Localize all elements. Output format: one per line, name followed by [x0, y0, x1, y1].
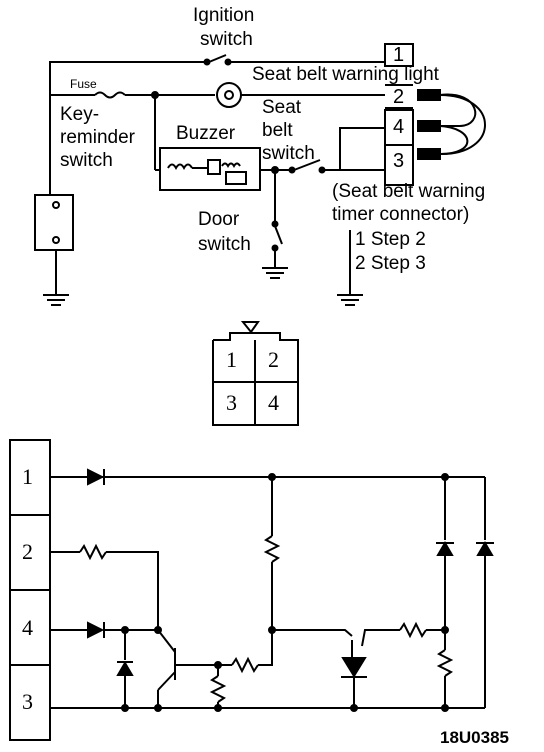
key-reminder-label-2: reminder [60, 127, 135, 148]
ground-icon [43, 294, 69, 306]
resistor-icon [436, 649, 454, 677]
figure-code: 18U0385 [440, 728, 510, 747]
timer-connector-label-1: (Seat belt warning [332, 181, 486, 202]
top-pin-1: 1 [393, 44, 405, 66]
seat-belt-switch [288, 159, 326, 174]
schematic-pin-4: 4 [22, 615, 33, 640]
face-pin-2: 2 [268, 347, 279, 372]
schematic-pin-1: 1 [22, 464, 33, 489]
top-wiring [34, 43, 486, 306]
zener-diode-icon [476, 541, 494, 556]
seat-belt-warning-light-label: Seat belt warning light [252, 64, 439, 85]
resistor-icon [231, 656, 259, 674]
diode-icon [87, 621, 105, 639]
ignition-switch-label-1: Ignition [193, 5, 255, 26]
door-switch-label-2: switch [198, 234, 251, 255]
seat-belt-switch-label-3: switch [262, 143, 315, 164]
buzzer-coil-icon [167, 163, 193, 171]
resistor-icon [399, 621, 427, 639]
zener-diode-icon [116, 661, 134, 676]
schematic-pin-3: 3 [22, 689, 33, 714]
key-reminder-label-3: switch [60, 150, 113, 171]
diode-icon [87, 468, 105, 486]
fuse-icon [94, 91, 126, 99]
transistor-icon [157, 629, 215, 691]
schematic-pin-2: 2 [22, 539, 33, 564]
timer-schematic [9, 439, 494, 741]
step-label-1: 1 Step 2 [355, 229, 426, 250]
door-switch [271, 220, 283, 252]
key-reminder-label-1: Key- [60, 104, 100, 125]
timer-connector-box [384, 109, 414, 186]
top-pin-3: 3 [393, 150, 405, 172]
top-pin-4: 4 [393, 116, 405, 138]
ignition-switch-label-2: switch [200, 29, 253, 50]
zener-diode-icon [436, 541, 454, 556]
key-reminder-switch-box [34, 194, 74, 251]
timer-connector-label-2: timer connector) [332, 204, 470, 225]
seat-belt-switch-label-2: belt [262, 120, 293, 141]
thyristor-icon [341, 657, 367, 678]
buzzer-label: Buzzer [176, 123, 236, 144]
connector-face [212, 321, 299, 426]
door-switch-label-1: Door [198, 209, 240, 230]
probe-leads [417, 89, 486, 160]
resistor-icon [263, 535, 281, 563]
face-pin-1: 1 [226, 347, 237, 372]
resistor-icon [209, 675, 227, 703]
ground-icon [262, 267, 288, 279]
step-label-2: 2 Step 3 [355, 253, 426, 274]
top-pin-2: 2 [393, 86, 405, 108]
face-pin-3: 3 [226, 390, 237, 415]
face-pin-4: 4 [268, 390, 279, 415]
warning-light-icon [216, 82, 242, 108]
fuse-label: Fuse [70, 77, 97, 91]
resistor-icon [79, 543, 107, 561]
ground-icon [337, 294, 363, 306]
ignition-switch [203, 54, 232, 66]
seat-belt-switch-label-1: Seat [262, 97, 302, 118]
